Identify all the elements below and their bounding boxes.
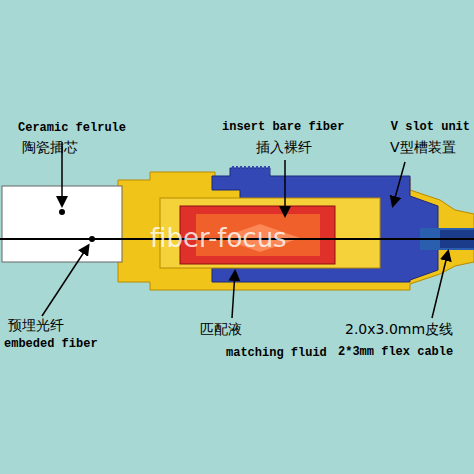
part-label: matching fluid bbox=[226, 347, 327, 360]
part-label: V slot unit bbox=[391, 121, 470, 134]
part-label: 陶瓷插芯 bbox=[22, 140, 78, 155]
part-label: embeded fiber bbox=[4, 338, 98, 351]
part-label: 2.0x3.0mm皮线 bbox=[345, 322, 453, 337]
watermark: fiber-focus bbox=[150, 224, 287, 253]
part-label: Ceramic felrule bbox=[18, 122, 126, 135]
part-label: 2*3mm flex cable bbox=[338, 346, 453, 359]
part-label: 预埋光纤 bbox=[8, 318, 64, 333]
part-label: V型槽装置 bbox=[390, 140, 456, 155]
part-label: insert bare fiber bbox=[222, 121, 344, 134]
part-label: 插入裸纤 bbox=[256, 140, 312, 155]
part-label: 匹配液 bbox=[200, 322, 242, 337]
